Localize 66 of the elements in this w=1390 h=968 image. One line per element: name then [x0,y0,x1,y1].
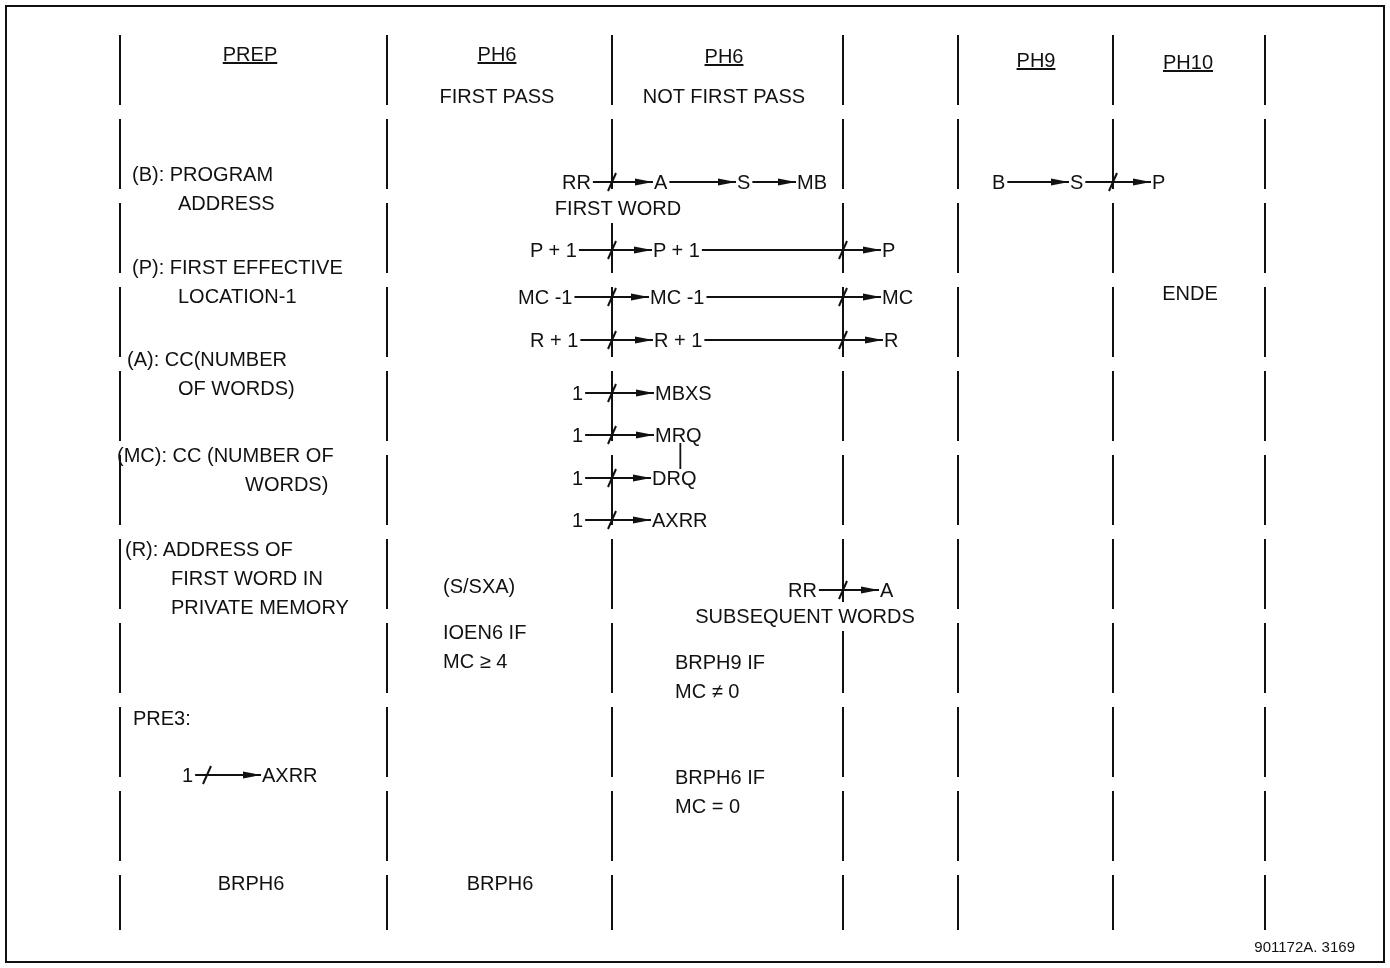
flag-label: AXRR [652,508,708,532]
column-header: PH9 [1016,48,1056,73]
arrow [705,287,882,307]
register-label: RR [788,578,817,602]
arrow [751,178,797,186]
register-label: R + 1 [530,328,579,352]
register-label: S [737,170,751,194]
connector-line [679,442,682,470]
column-header: PH6 [477,42,517,67]
register-label: A [654,170,668,194]
register-description: (R): ADDRESS OF FIRST WORD IN PRIVATE MEMORY [125,537,350,620]
column-header: PREP [222,42,278,67]
register-description: (P): FIRST EFFECTIVE LOCATION-1 [132,255,344,309]
flag-label: MRQ [655,423,702,447]
branch-instruction: BRPH6 [217,871,285,896]
register-description: (A): CC(NUMBER OF WORDS) [127,347,296,401]
arrow [818,580,880,600]
arrow [1006,178,1070,186]
branch-condition: BRPH6 IF MC = 0 [675,765,767,819]
arrow [701,240,882,260]
branch-condition: BRPH9 IF MC ≠ 0 [675,650,767,704]
register-description: (B): PROGRAM ADDRESS [132,162,276,216]
register-label: P + 1 [653,238,700,262]
register-label: B [992,170,1006,194]
arrow [578,240,653,260]
sequence-label: PRE3: [133,706,191,731]
register-label: R [884,328,899,352]
constant-label: 1 [572,423,584,447]
constant-label: 1 [572,466,584,490]
arrow [668,178,737,186]
constant-label: 1 [572,381,584,405]
arrow [573,287,650,307]
flag-label: DRQ [652,466,697,490]
figure-number: 901172A. 3169 [1254,937,1355,957]
register-label: MB [797,170,827,194]
column-header: PH6 [704,44,744,69]
constant-label: 1 [572,508,584,532]
register-label: MC [882,285,914,309]
register-label: P [1152,170,1166,194]
arrow [1084,172,1152,192]
register-label: P + 1 [530,238,577,262]
column-header: PH10 [1163,50,1213,75]
register-label: MC -1 [650,285,705,309]
arrow [592,172,654,192]
column-subheader: FIRST PASS [439,84,555,109]
flag-label: MBXS [655,381,712,405]
register-label: MC -1 [518,285,573,309]
branch-instruction: BRPH6 [466,871,534,896]
column-subheader: NOT FIRST PASS [642,84,806,109]
register-description: (MC): CC (NUMBER OF WORDS) [117,443,335,497]
branch-condition: IOEN6 IF MC ≥ 4 [443,620,528,674]
register-label: S [1070,170,1084,194]
arrow [584,425,655,445]
arrow [584,383,655,403]
register-label: R + 1 [654,328,703,352]
flag-label: AXRR [262,763,318,787]
arrow [584,468,652,488]
constant-label: 1 [182,763,194,787]
note-text: SUBSEQUENT WORDS [695,602,915,631]
register-label: A [880,578,894,602]
arrow [584,510,652,530]
arrow [579,330,654,350]
register-label: RR [562,170,591,194]
register-label: P [882,238,896,262]
arrow [194,765,262,785]
arrow [703,330,884,350]
